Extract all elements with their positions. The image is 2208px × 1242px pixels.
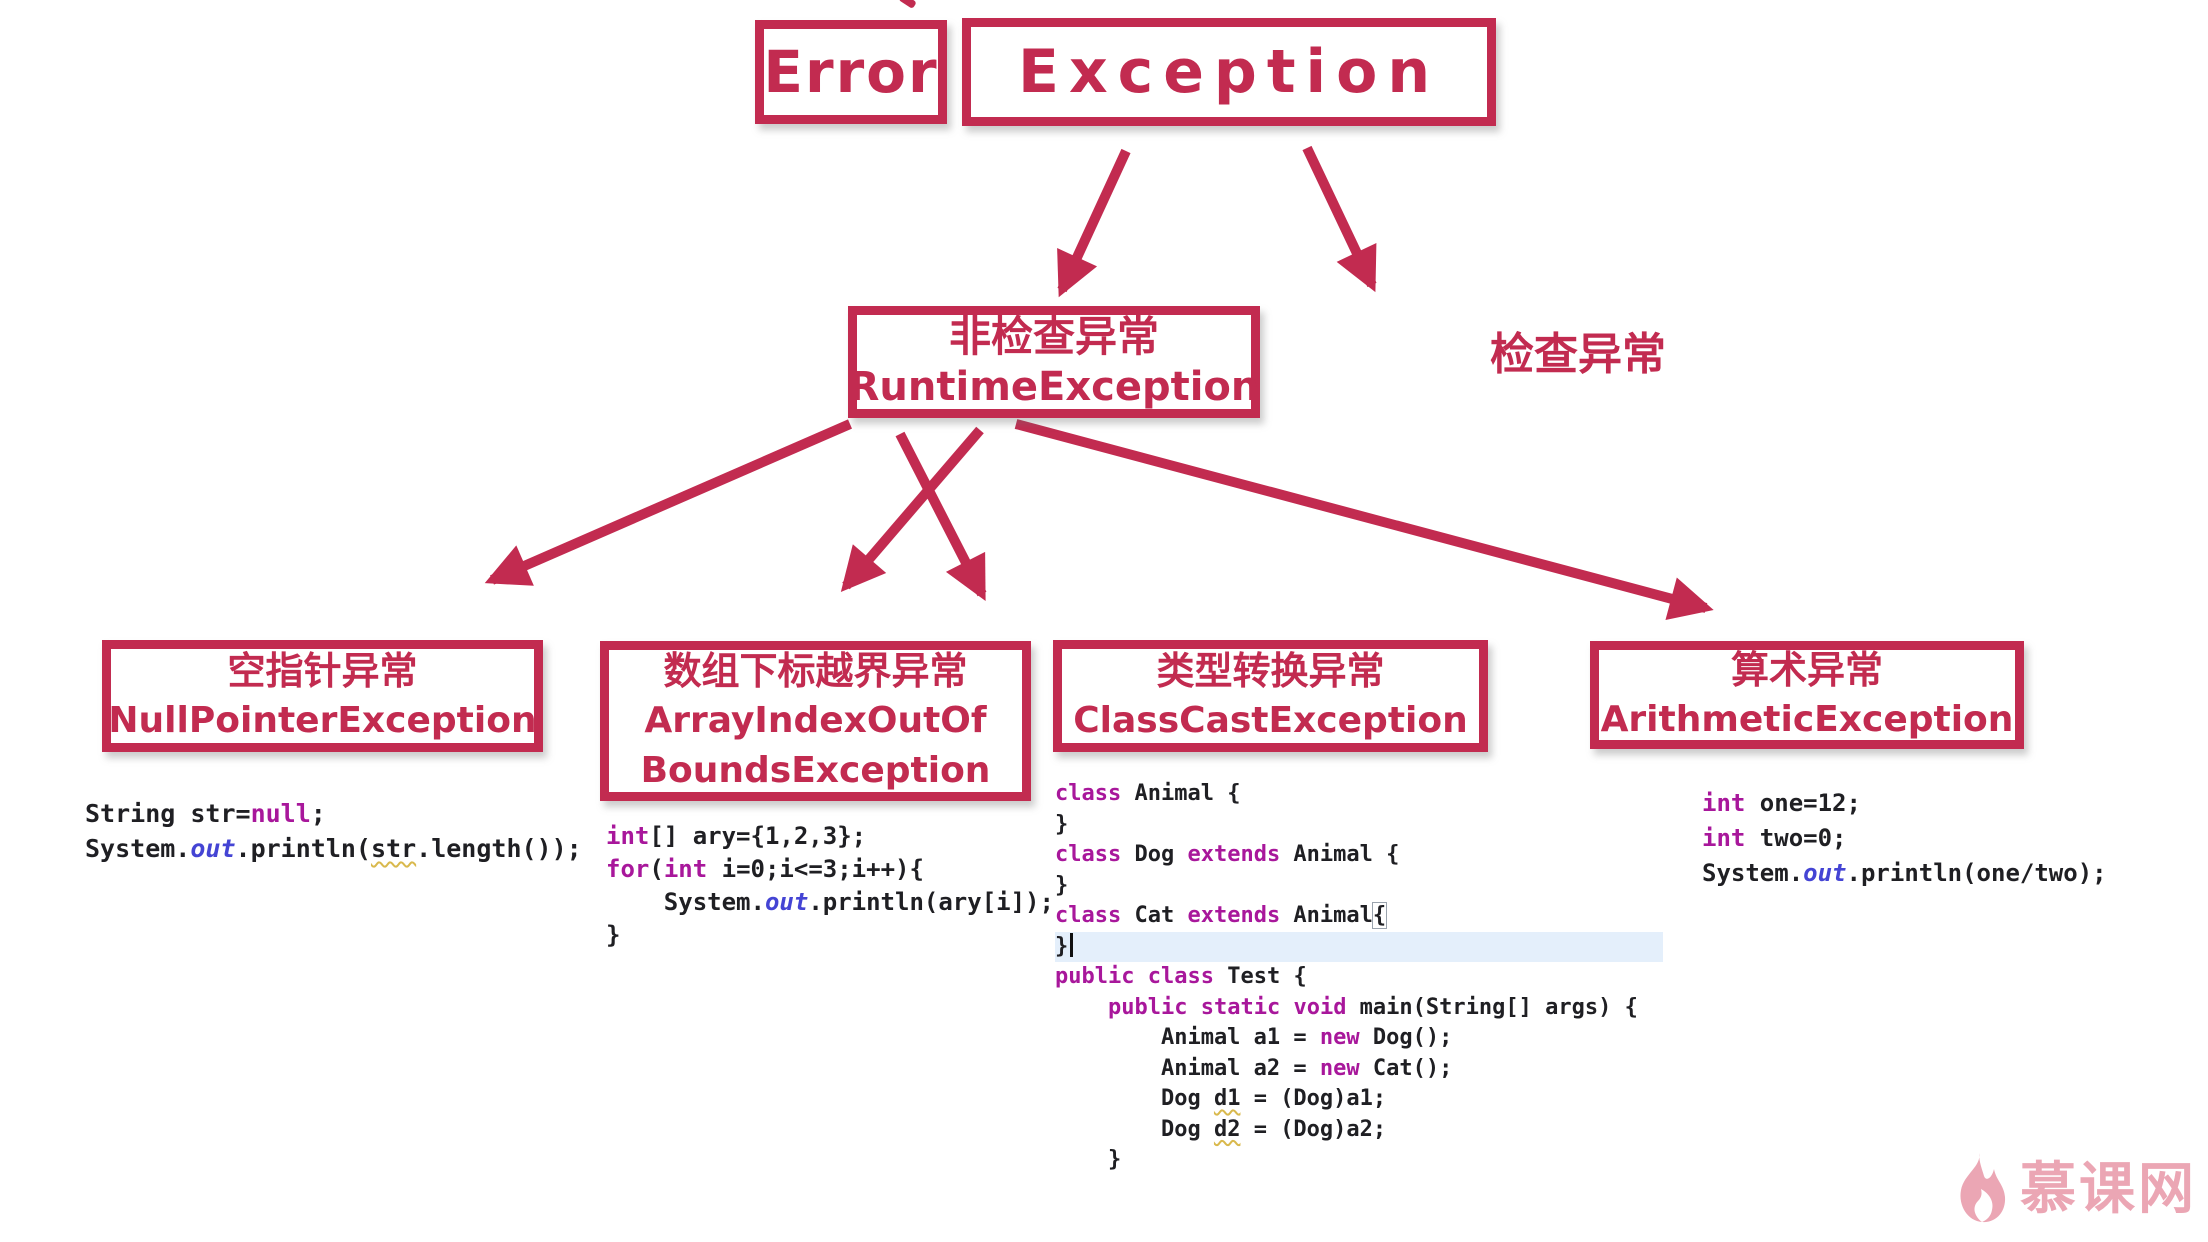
code-snippet-classcast: class Animal {}class Dog extends Animal … xyxy=(1055,779,1663,1176)
node-exception: Exception xyxy=(962,18,1496,126)
node-arithmetic-label-zh: 算术异常 xyxy=(1730,648,1883,692)
node-nullpointer-label-zh: 空指针异常 xyxy=(227,649,418,693)
watermark-text: 慕课网 xyxy=(2020,1157,2197,1222)
node-runtime-exception-label-zh: 非检查异常 xyxy=(948,312,1159,361)
node-runtime-exception: 非检查异常 RuntimeException xyxy=(848,306,1260,418)
arrow-runtime-to-nullpointer xyxy=(484,419,852,586)
node-arrayindex-label-en2: BoundsException xyxy=(640,750,991,791)
node-classcast-exception: 类型转换异常 ClassCastException xyxy=(1053,640,1488,752)
node-arrayindex-label-zh: 数组下标越界异常 xyxy=(663,649,968,693)
node-runtime-exception-label-en: RuntimeException xyxy=(848,364,1260,410)
arrow-exception-to-checked xyxy=(1302,145,1377,293)
node-classcast-label-zh: 类型转换异常 xyxy=(1156,649,1385,693)
code-snippet-arithmetic: int one=12;int two=0;System.out.println(… xyxy=(1702,789,2107,887)
node-checked-exception-label: 检查异常 xyxy=(1490,329,1666,380)
node-nullpointer-exception: 空指针异常 NullPointerException xyxy=(102,640,543,752)
arrow-runtime-to-arrayindex xyxy=(840,426,984,593)
node-nullpointer-label-en: NullPointerException xyxy=(108,700,537,741)
code-snippet-arrayindex: int[] ary={1,2,3};for(int i=0;i<=3;i++){… xyxy=(606,822,1054,949)
node-arithmetic-exception: 算术异常 ArithmeticException xyxy=(1590,641,2024,749)
code-snippet-nullpointer: String str=null;System.out.println(str.l… xyxy=(85,799,582,863)
node-classcast-label-en: ClassCastException xyxy=(1073,700,1468,741)
imooc-watermark: 慕课网 xyxy=(1952,1152,2197,1228)
node-error: Error xyxy=(755,20,947,124)
node-arithmetic-label-en: ArithmeticException xyxy=(1600,699,2014,740)
arrow-runtime-to-classcast xyxy=(895,431,987,602)
arrow-runtime-to-arithmetic xyxy=(1014,419,1714,620)
node-exception-label: Exception xyxy=(1017,37,1441,107)
node-arrayindex-exception: 数组下标越界异常 ArrayIndexOutOf BoundsException xyxy=(600,641,1031,801)
arrow-exception-to-runtime xyxy=(1057,148,1131,298)
flame-icon xyxy=(1960,1153,2006,1223)
node-error-label: Error xyxy=(763,38,939,106)
node-arrayindex-label-en1: ArrayIndexOutOf xyxy=(644,700,987,741)
